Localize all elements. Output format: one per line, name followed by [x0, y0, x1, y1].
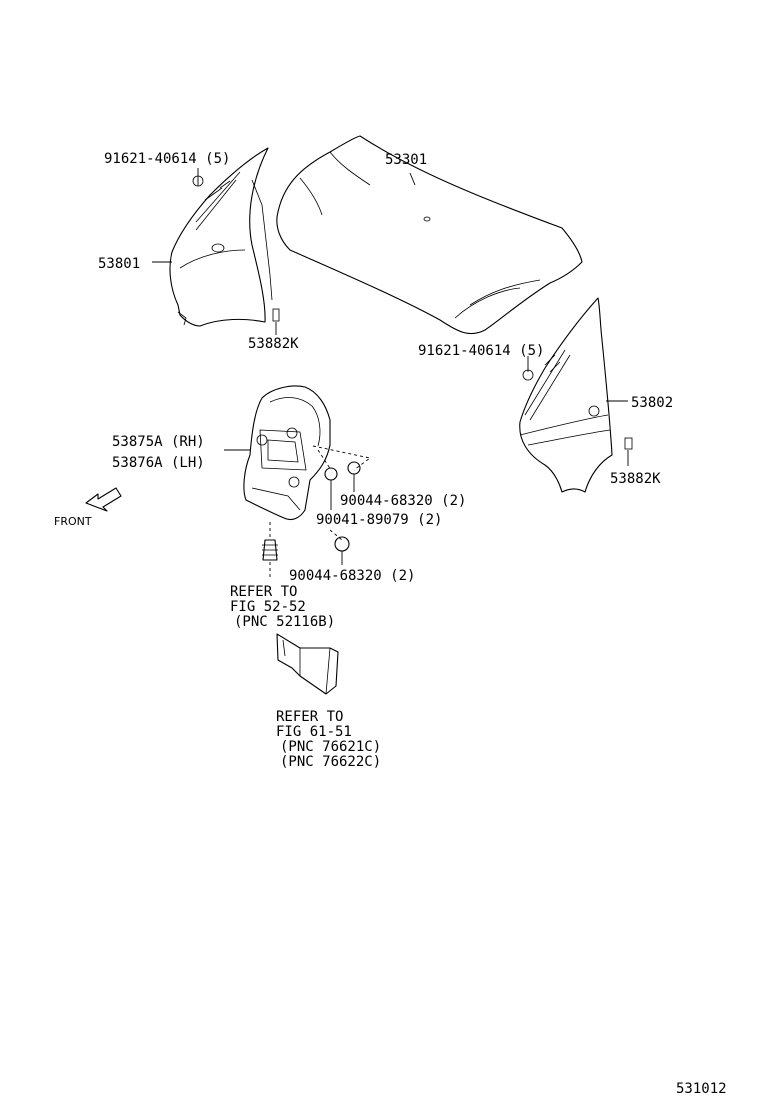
fender-lh	[169, 147, 280, 327]
fender-rh	[519, 297, 633, 493]
label-clip-rh: 53882K	[610, 471, 661, 487]
ref1-line-3: (PNC 52116B)	[234, 614, 335, 630]
mud-guard	[276, 633, 339, 695]
hood-panel	[276, 135, 583, 335]
ref1-line-1: REFER TO	[230, 584, 297, 600]
ref1-line-2: FIG 52-52	[230, 599, 306, 615]
label-bolt-rh: 91621-40614 (5)	[418, 343, 544, 359]
label-liner-rh: 53875A (RH)	[112, 434, 205, 450]
label-fender-rh: 53802	[631, 395, 673, 411]
label-screw-a: 90044-68320 (2)	[340, 493, 466, 509]
push-clip	[262, 522, 278, 580]
fender-liner	[243, 385, 331, 521]
label-fender-lh: 53801	[98, 256, 140, 272]
label-screw-b: 90041-89079 (2)	[316, 512, 442, 528]
figure-number: 531012	[676, 1081, 727, 1097]
ref2-line-3: (PNC 76621C)	[280, 739, 381, 755]
label-screw-c: 90044-68320 (2)	[289, 568, 415, 584]
ref2-line-2: FIG 61-51	[276, 724, 352, 740]
label-bolt-lh: 91621-40614 (5)	[104, 151, 230, 167]
label-clip-lh: 53882K	[248, 336, 299, 352]
ref2-line-1: REFER TO	[276, 709, 343, 725]
leader-lines	[152, 168, 629, 565]
ref2-line-4: (PNC 76622C)	[280, 754, 381, 770]
label-liner-lh: 53876A (LH)	[112, 455, 205, 471]
label-front: FRONT	[54, 515, 92, 528]
front-arrow-icon	[85, 487, 122, 512]
label-hood: 53301	[385, 152, 427, 168]
